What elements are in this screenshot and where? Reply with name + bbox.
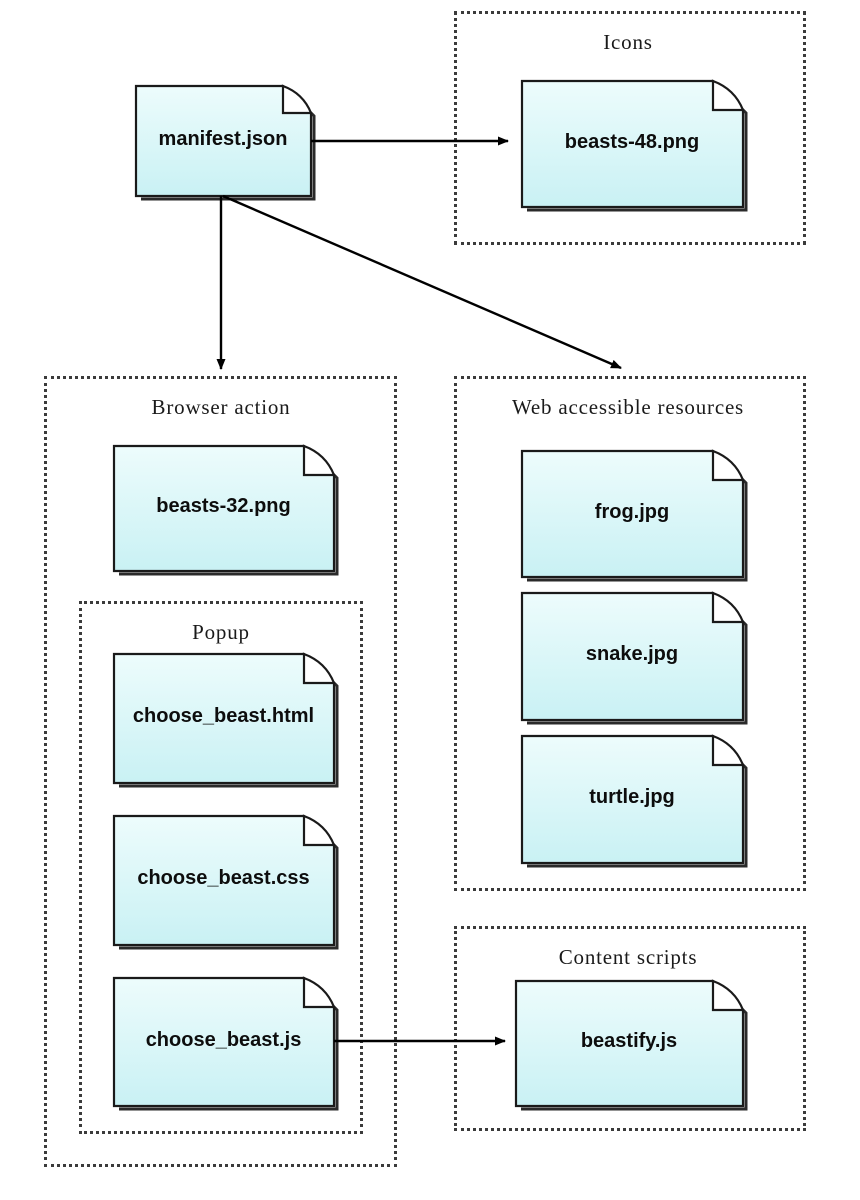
file-shape-beasts48 (520, 79, 748, 212)
file-node-choose_beast_css[interactable]: choose_beast.css (112, 814, 339, 950)
file-node-turtle[interactable]: turtle.jpg (520, 734, 748, 868)
group-popup (79, 601, 363, 1134)
file-node-frog[interactable]: frog.jpg (520, 449, 748, 582)
group-title-browser: Browser action (151, 395, 291, 419)
file-node-beasts48[interactable]: beasts-48.png (520, 79, 748, 212)
file-node-choose_beast_html[interactable]: choose_beast.html (112, 652, 339, 788)
file-shape-choose_beast_js (112, 976, 339, 1111)
file-shape-choose_beast_html (112, 652, 339, 788)
file-node-choose_beast_js[interactable]: choose_beast.js (112, 976, 339, 1111)
file-shape-frog (520, 449, 748, 582)
group-title-popup: Popup (192, 620, 250, 644)
group-war (454, 376, 806, 891)
file-shape-turtle (520, 734, 748, 868)
file-shape-snake (520, 591, 748, 725)
group-browser (44, 376, 397, 1167)
file-node-manifest[interactable]: manifest.json (134, 84, 316, 201)
group-icons (454, 11, 806, 245)
group-title-icons: Icons (603, 30, 653, 54)
file-node-snake[interactable]: snake.jpg (520, 591, 748, 725)
file-shape-beastify (514, 979, 748, 1111)
group-title-war: Web accessible resources (511, 395, 745, 419)
group-content (454, 926, 806, 1131)
file-shape-beasts32 (112, 444, 339, 576)
file-node-beasts32[interactable]: beasts-32.png (112, 444, 339, 576)
group-title-content: Content scripts (558, 945, 698, 969)
file-shape-manifest (134, 84, 316, 201)
file-node-beastify[interactable]: beastify.js (514, 979, 748, 1111)
file-shape-choose_beast_css (112, 814, 339, 950)
